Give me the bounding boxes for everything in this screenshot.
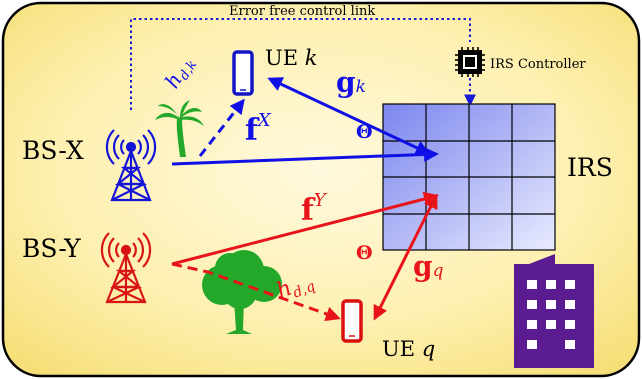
channel-g-q: gq — [413, 250, 444, 283]
control-link-label: Error free control link — [229, 4, 376, 19]
ue-q-prefix: UE — [382, 337, 416, 361]
bs-x-label: BS-X — [22, 136, 84, 165]
ue-k-label: UE k — [265, 48, 317, 69]
channel-g-k: gk — [336, 66, 366, 99]
irs-label: IRS — [567, 153, 613, 182]
building-icon — [514, 254, 594, 368]
palm-tree-icon — [155, 100, 204, 157]
link-g-k — [267, 77, 431, 155]
ue-q-label: UE q — [382, 339, 435, 360]
bs-y-antenna-icon — [100, 232, 152, 304]
bs-y-label: BS-Y — [22, 234, 81, 263]
ue-k-index: k — [304, 46, 318, 70]
link-h-dq — [171, 262, 341, 322]
irs-controller-label: IRS Controller — [490, 57, 586, 72]
bs-x-antenna-icon — [105, 129, 157, 202]
theta-bottom: Θ — [356, 242, 373, 264]
irs-panel — [382, 103, 556, 251]
phone-ue-q-icon — [341, 299, 363, 343]
link-g-q — [373, 193, 438, 321]
chip-icon — [455, 47, 485, 77]
theta-top: Θ — [356, 121, 373, 143]
control-link-line — [130, 18, 471, 110]
ue-q-index: q — [421, 337, 436, 361]
channel-f-x: fX — [245, 110, 271, 148]
phone-ue-k-icon — [232, 50, 254, 96]
channel-f-y: fY — [301, 190, 326, 228]
link-h-dk — [198, 98, 245, 157]
ue-k-prefix: UE — [265, 46, 299, 70]
link-f-x — [171, 146, 439, 166]
